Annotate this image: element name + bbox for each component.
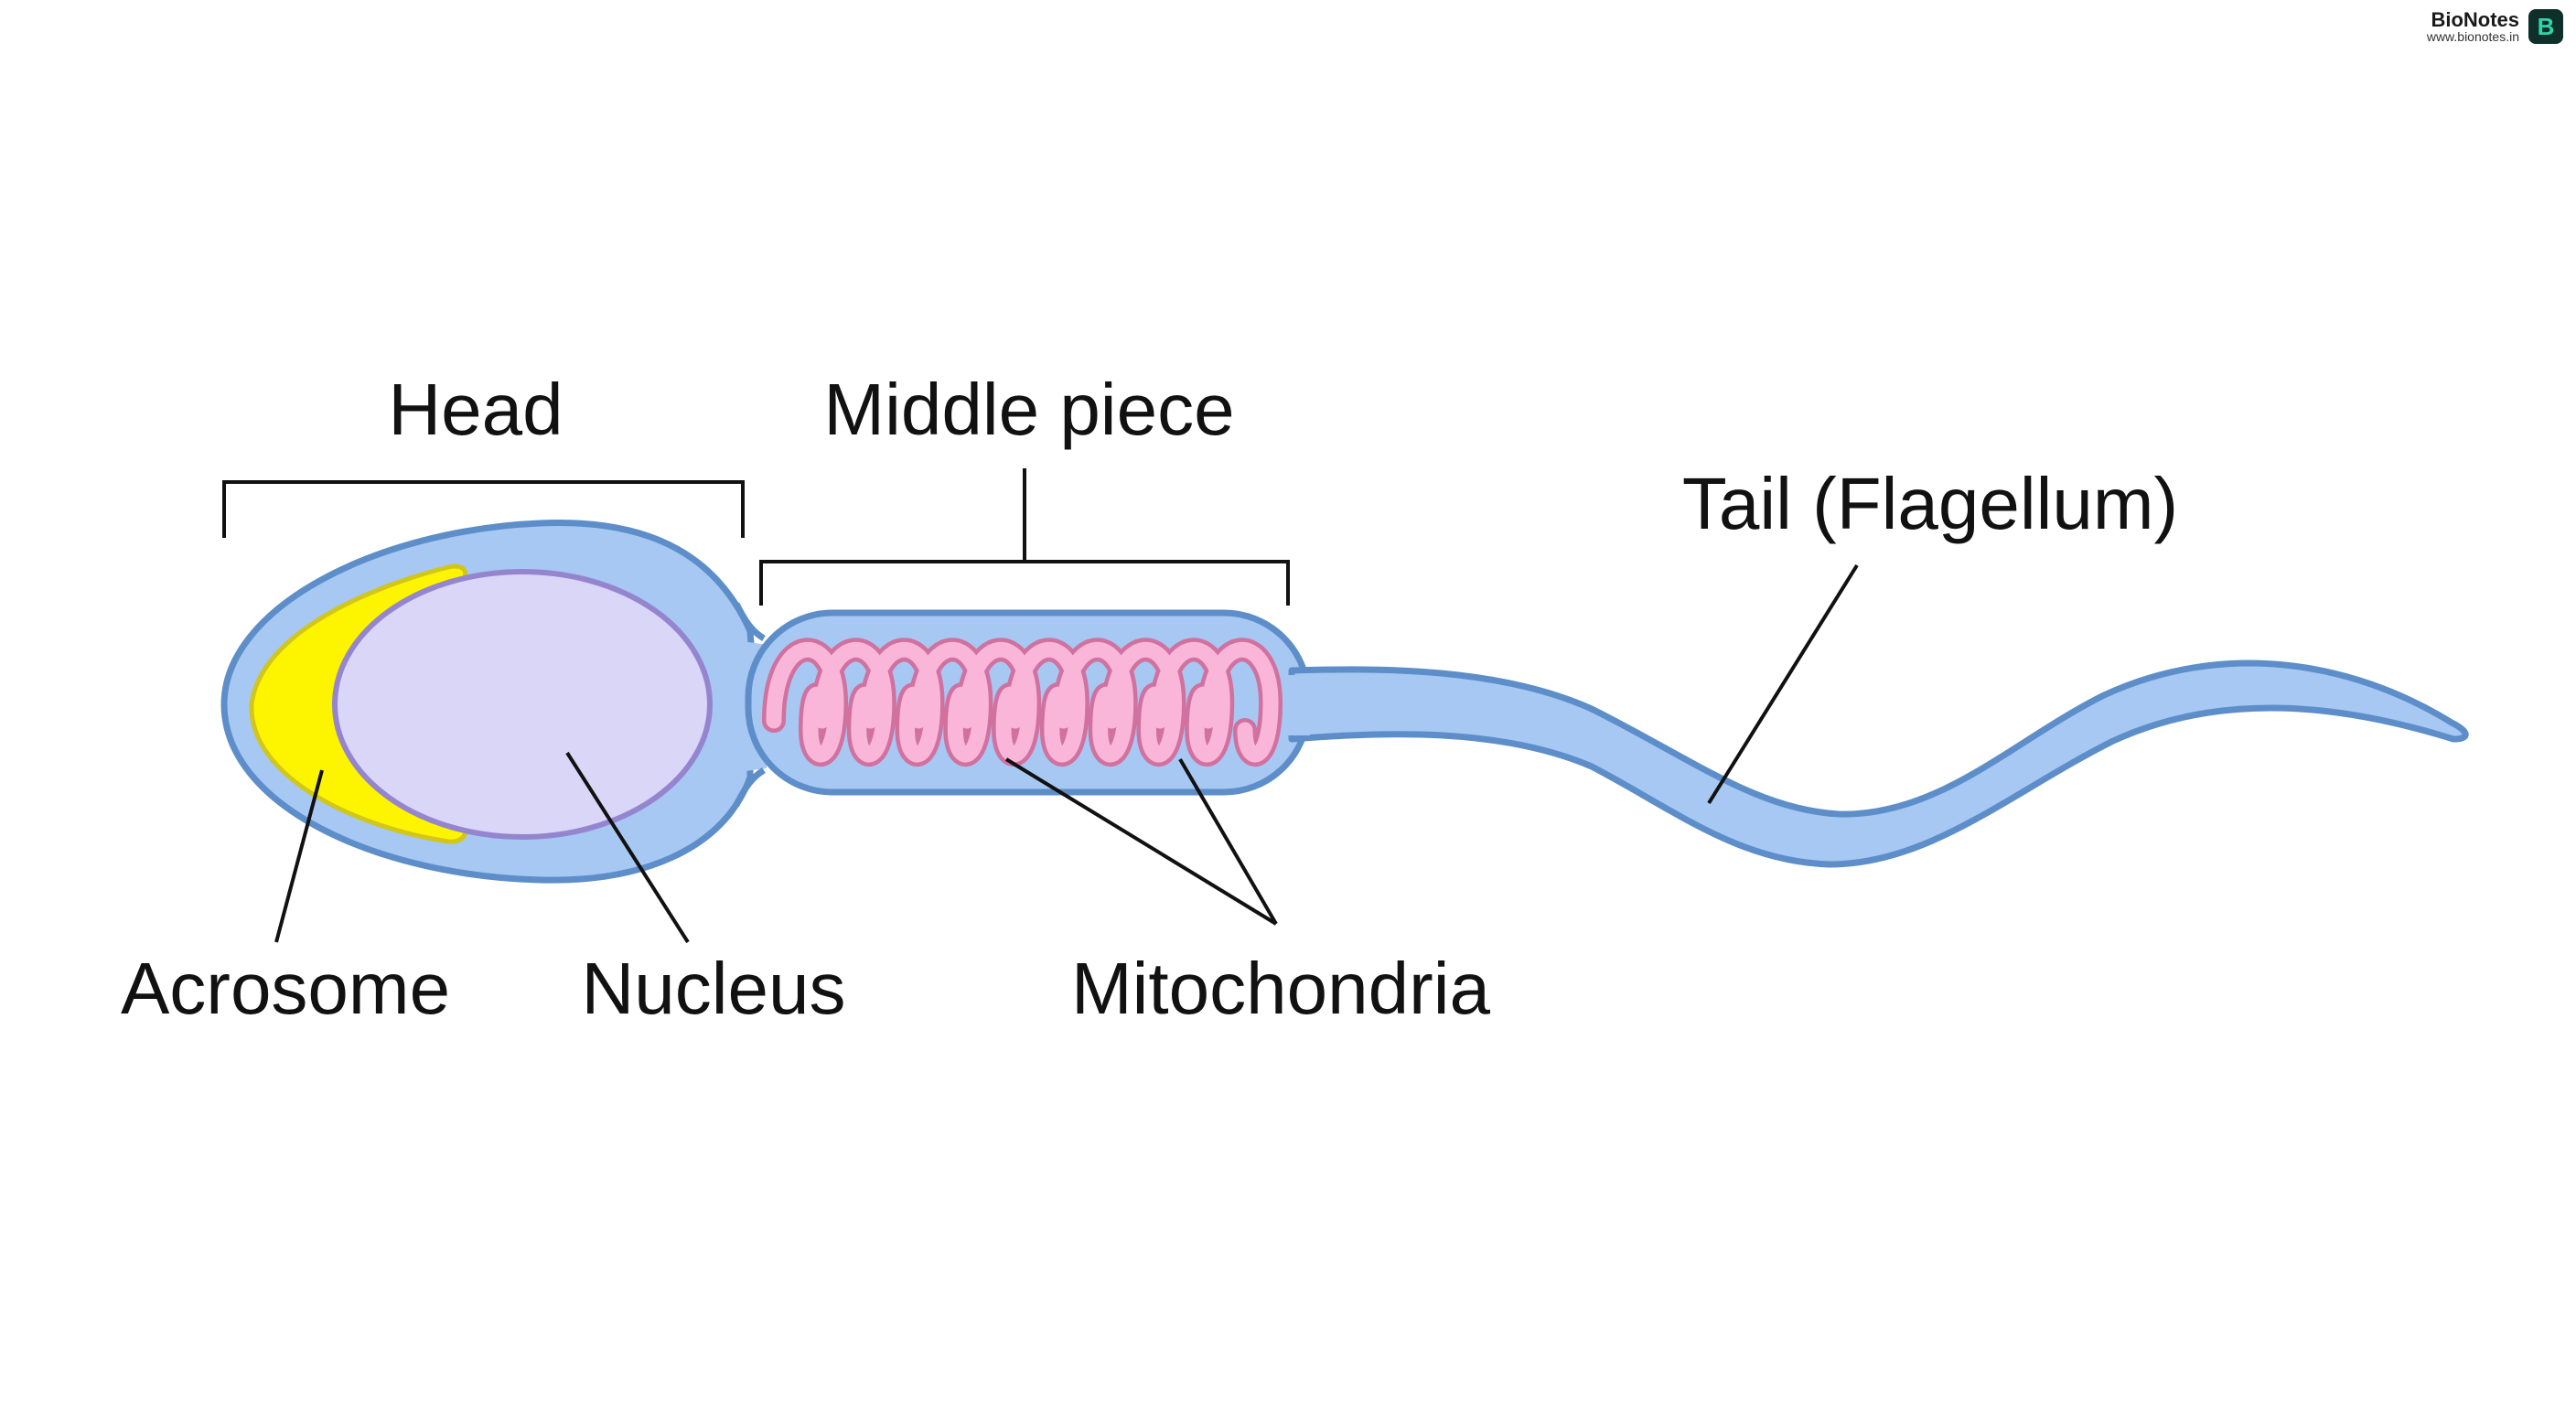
head-bracket (222, 480, 745, 538)
brand-text: BioNotes www.bionotes.in (2427, 9, 2519, 44)
mitochondria-label: Mitochondria (1071, 948, 1491, 1029)
brand-logo-icon: B (2528, 9, 2563, 44)
head-label: Head (388, 369, 563, 450)
nucleus-shape (332, 569, 713, 840)
acrosome-leader-line (274, 769, 324, 943)
tail-flagellum (1288, 660, 2469, 868)
acrosome-label: Acrosome (121, 948, 450, 1029)
mitochondria-leader-line-1 (1004, 757, 1278, 926)
mitochondria-leader-line-2 (1178, 757, 1278, 926)
neck-lower-edge (733, 767, 766, 807)
neck-upper-edge (733, 602, 766, 641)
middle-piece-bracket (759, 468, 1290, 606)
brand-watermark: BioNotes www.bionotes.in B (2427, 9, 2563, 44)
tail-label: Tail (Flagellum) (1682, 463, 2178, 544)
brand-logo-letter: B (2537, 12, 2555, 40)
tail-leader-line (1707, 563, 1859, 805)
nucleus-label: Nucleus (581, 948, 845, 1029)
mitochondria-coil (762, 638, 1283, 767)
brand-url: www.bionotes.in (2426, 29, 2519, 45)
brand-name: BioNotes (2431, 8, 2519, 32)
nucleus-leader-line (565, 751, 690, 944)
mitochondria-coil-fill (766, 642, 1279, 763)
middle-piece-label: Middle piece (823, 369, 1234, 450)
